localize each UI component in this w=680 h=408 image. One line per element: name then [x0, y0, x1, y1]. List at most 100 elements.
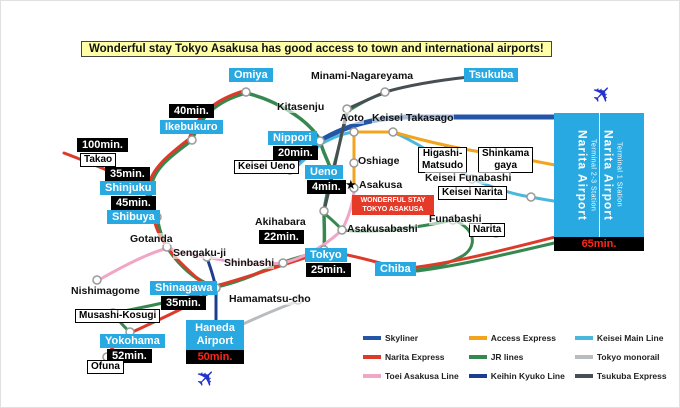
- legend-item-keisei-main: Keisei Main Line: [574, 333, 667, 343]
- legend-swatch-keisei-main: [574, 336, 593, 340]
- legend-label-toei-asakusa: Toei Asakusa Line: [385, 371, 459, 381]
- station-sengakuji: Sengaku-ji: [173, 247, 227, 259]
- time-badge-akihabara: 22min.: [259, 230, 304, 244]
- station-tokyo: Tokyo: [305, 248, 347, 262]
- banner-text: Wonderful stay Tokyo Asakusa has good ac…: [89, 43, 544, 55]
- station-tsukuba: Tsukuba: [464, 68, 519, 82]
- station-node: [349, 127, 359, 137]
- station-keisei-takasago: Keisei Takasago: [372, 112, 454, 124]
- narita-airport-name: Narita Airport: [601, 129, 616, 221]
- legend-swatch-jr: [468, 355, 487, 359]
- legend-column-1: Skyliner Narita Express Toei Asakusa Lin…: [363, 333, 459, 381]
- station-node: [278, 258, 288, 268]
- station-minami-nagareyama: Minami-Nagareyama: [311, 70, 414, 82]
- station-gotanda: Gotanda: [130, 233, 173, 245]
- station-narita-airport: Narita Airport Terminal 2-3 Station Nari…: [554, 113, 644, 237]
- narita-airport-name: Narita Airport: [575, 129, 590, 221]
- station-node: [526, 192, 536, 202]
- station-node: [349, 158, 359, 168]
- narita-terminal-1-label: Terminal 1 Station: [615, 142, 623, 208]
- hotel-label: WONDERFUL STAY TOKYO ASAKUSA: [352, 195, 434, 215]
- legend-label-jr: JR lines: [490, 352, 524, 362]
- hotel-name-line1: WONDERFUL STAY: [360, 197, 426, 204]
- station-asakusabashi: Asakusabashi: [347, 223, 418, 235]
- station-shinagawa: Shinagawa: [150, 281, 218, 295]
- station-keisei-funabashi: Keisei Funabashi: [425, 172, 512, 184]
- legend-label-tsukuba-express: Tsukuba Express: [596, 371, 667, 381]
- station-keisei-narita: Keisei Narita: [438, 186, 507, 200]
- legend-label-skyliner: Skyliner: [385, 333, 419, 343]
- station-hamamatsucho: Hamamatsu-cho: [229, 293, 311, 305]
- legend: Skyliner Narita Express Toei Asakusa Lin…: [363, 333, 667, 381]
- station-node: [92, 275, 102, 285]
- time-badge-ikebukuro: 40min.: [169, 104, 214, 118]
- time-badge-tokyo: 25min.: [306, 263, 351, 277]
- time-badge-narita-airport: 65min.: [554, 237, 644, 251]
- station-higashi-matsudo: Higashi- Matsudo: [418, 147, 468, 173]
- station-shinkamagaya-line2: gaya: [494, 160, 518, 171]
- time-badge-ueno: 4min.: [307, 180, 346, 194]
- legend-swatch-skyliner: [363, 336, 381, 340]
- legend-label-narita-express: Narita Express: [385, 352, 445, 362]
- station-node: [241, 87, 251, 97]
- station-shinkamagaya: Shinkama gaya: [478, 147, 534, 173]
- station-narita: Narita: [469, 223, 506, 237]
- time-badge-shinagawa: 35min.: [161, 296, 206, 310]
- banner: Wonderful stay Tokyo Asakusa has good ac…: [81, 41, 552, 57]
- legend-item-access-express: Access Express: [468, 333, 565, 343]
- station-node: [380, 87, 390, 97]
- station-ikebukuro: Ikebukuro: [160, 120, 223, 134]
- station-higashi-matsudo-line2: Matsudo: [422, 160, 464, 171]
- station-nishimagome: Nishimagome: [71, 285, 140, 297]
- station-shibuya: Shibuya: [107, 210, 160, 224]
- station-oshiage: Oshiage: [358, 155, 400, 167]
- hotel-name-line2: TOKYO ASAKUSA: [362, 206, 424, 213]
- station-node: [388, 127, 398, 137]
- legend-label-access-express: Access Express: [490, 333, 556, 343]
- station-shinbashi: Shinbashi: [224, 257, 275, 269]
- station-musashi-kosugi: Musashi-Kosugi: [75, 309, 161, 323]
- hotel-star-icon: ★: [345, 177, 357, 192]
- haneda-line1: Haneda: [195, 322, 235, 334]
- time-badge-nippori: 20min.: [273, 146, 318, 160]
- time-badge-haneda: 50min.: [186, 350, 244, 364]
- haneda-line2: Airport: [196, 335, 234, 347]
- station-node: [337, 225, 347, 235]
- legend-label-tokyo-monorail: Tokyo monorail: [596, 352, 660, 362]
- legend-item-tokyo-monorail: Tokyo monorail: [574, 352, 667, 362]
- legend-label-keihin-kyuko: Keihin Kyuko Line: [490, 371, 565, 381]
- station-node: [315, 136, 325, 146]
- station-node: [319, 206, 329, 216]
- station-ofuna: Ofuna: [87, 360, 124, 374]
- station-chiba: Chiba: [375, 262, 416, 276]
- station-shinkamagaya-line1: Shinkama: [482, 148, 530, 159]
- station-keisei-ueno: Keisei Ueno: [234, 160, 300, 174]
- station-asakusa: Asakusa: [359, 179, 403, 191]
- time-badge-yokohama: 52min.: [107, 349, 152, 363]
- legend-item-narita-express: Narita Express: [363, 352, 459, 362]
- legend-label-keisei-main: Keisei Main Line: [596, 333, 664, 343]
- station-node: [187, 135, 197, 145]
- legend-item-skyliner: Skyliner: [363, 333, 459, 343]
- narita-terminal-23: Narita Airport Terminal 2-3 Station: [574, 113, 599, 237]
- legend-swatch-tsukuba-express: [574, 374, 593, 378]
- station-akihabara: Akihabara: [255, 216, 306, 228]
- legend-item-toei-asakusa: Toei Asakusa Line: [363, 371, 459, 381]
- legend-swatch-tokyo-monorail: [574, 355, 593, 359]
- station-funabashi: Funabashi: [429, 213, 482, 225]
- legend-item-keihin-kyuko: Keihin Kyuko Line: [468, 371, 565, 381]
- station-aoto: Aoto: [340, 112, 364, 124]
- station-kitasenju: Kitasenju: [277, 101, 325, 113]
- time-badge-shinjuku: 35min.: [105, 167, 150, 181]
- legend-swatch-keihin-kyuko: [468, 374, 487, 378]
- legend-item-jr: JR lines: [468, 352, 565, 362]
- legend-swatch-toei-asakusa: [363, 374, 381, 378]
- legend-item-tsukuba-express: Tsukuba Express: [574, 371, 667, 381]
- station-yokohama: Yokohama: [100, 334, 165, 348]
- station-ueno: Ueno: [305, 165, 343, 179]
- station-nippori: Nippori: [268, 131, 317, 145]
- legend-swatch-narita-express: [363, 355, 381, 359]
- legend-column-3: Keisei Main Line Tokyo monorail Tsukuba …: [574, 333, 667, 381]
- station-haneda-airport: Haneda Airport: [186, 320, 244, 350]
